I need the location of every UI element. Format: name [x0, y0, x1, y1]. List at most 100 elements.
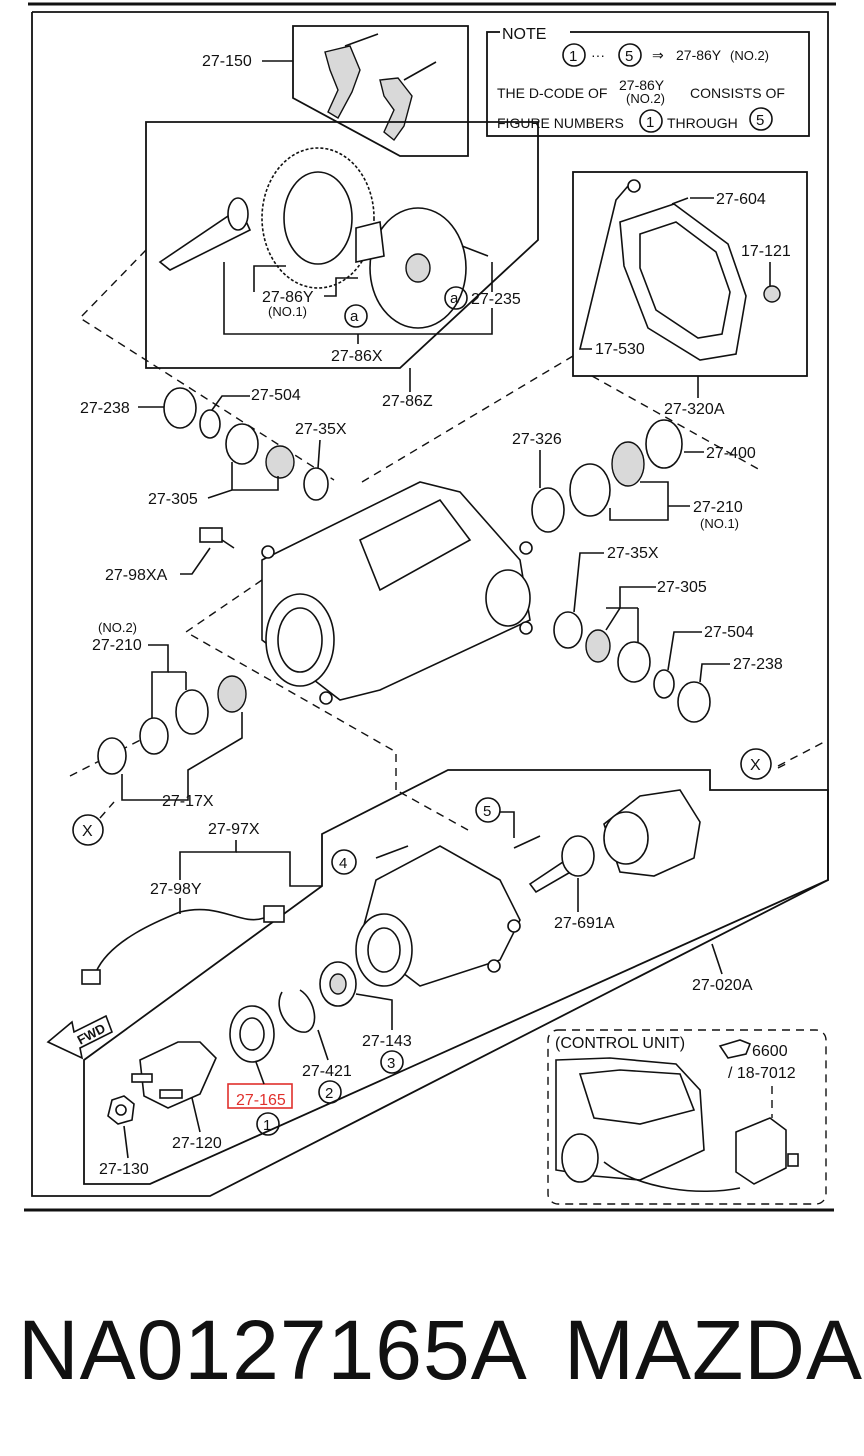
bearing-stack-right-mid	[553, 611, 711, 723]
label-27-35x-a: 27-35X	[295, 421, 347, 438]
marker-x2: X	[750, 757, 761, 774]
note-range-start: 1	[569, 48, 577, 65]
guide-dashed-1	[78, 249, 335, 481]
label-17-530: 17-530	[595, 341, 645, 358]
label-27-86y-no1: 27-86Y	[262, 289, 314, 306]
box-control-unit	[547, 1029, 827, 1205]
label-27-120: 27-120	[172, 1135, 222, 1152]
box-27-86z	[145, 121, 539, 369]
label-27-238-b: 27-238	[733, 656, 783, 673]
vehicle-rear-icon	[555, 1057, 741, 1193]
bearing-stack-left-mid	[97, 675, 247, 775]
label-27-691a: 27-691A	[554, 915, 615, 932]
label-27-86x: 27-86X	[331, 348, 383, 365]
bolts-4-5	[375, 835, 541, 859]
box-27-320a	[572, 171, 808, 377]
sensor-27-98xa	[199, 527, 235, 549]
label-27-326: 27-326	[512, 431, 562, 448]
note-range-sep: ···	[591, 47, 605, 63]
guide-dashed-4	[184, 579, 397, 790]
shaft-27-691a	[528, 835, 595, 894]
box-27-020a	[83, 769, 829, 1185]
label-27-17x: 27-17X	[162, 793, 214, 810]
main-outline	[31, 11, 829, 1197]
ring-gear-part	[158, 147, 375, 289]
label-27-86z: 27-86Z	[382, 393, 433, 410]
control-module-part	[735, 1117, 799, 1185]
label-ref-6600: 6600	[752, 1043, 788, 1060]
label-27-210-no2: 27-210	[92, 637, 142, 654]
marker-5: 5	[483, 803, 491, 820]
label-27-400: 27-400	[706, 445, 756, 462]
label-27-504-b: 27-504	[704, 624, 754, 641]
part-number: NA0127165A	[18, 1303, 528, 1397]
bearing-stack-left-top	[163, 387, 329, 501]
fwd-label: FWD	[75, 1020, 108, 1047]
label-27-98y: 27-98Y	[150, 881, 202, 898]
snap-ring-27-421	[278, 989, 316, 1033]
label-27-320a: 27-320A	[664, 401, 725, 418]
note-range-end: 5	[625, 48, 633, 65]
guide-dashed-2	[361, 355, 574, 483]
label-27-235: 27-235	[471, 291, 521, 308]
label-27-305-a: 27-305	[148, 491, 198, 508]
bearing-stack-right-top	[531, 419, 683, 533]
footer-caption: NA0127165A MAZDA	[0, 1290, 864, 1410]
guide-dashed-6	[395, 789, 469, 831]
rear-cover-part	[619, 179, 781, 361]
diff-case-part	[355, 207, 489, 329]
marker-a1: a	[350, 308, 359, 325]
note-line3-mid: THROUGH	[667, 115, 738, 131]
marker-1: 1	[263, 1117, 271, 1134]
marker-x1: X	[82, 823, 93, 840]
label-no2: (NO.2)	[98, 620, 137, 635]
note-line3-end: 5	[756, 112, 764, 129]
label-27-604: 27-604	[716, 191, 766, 208]
parts-diagram: 27-150 NOTE 1 ··· 5 ⇒ 27-86Y (NO.2) THE …	[24, 2, 836, 1212]
label-no1-b: (NO.1)	[700, 516, 739, 531]
label-27-210-no1: 27-210	[693, 499, 743, 516]
marker-3: 3	[387, 1055, 395, 1072]
label-27-504-a: 27-504	[251, 387, 301, 404]
label-27-35x-b: 27-35X	[607, 545, 659, 562]
label-no1-a: (NO.1)	[268, 304, 307, 319]
note-line2-prefix: THE D-CODE OF	[497, 85, 607, 101]
label-27-020a: 27-020A	[692, 977, 753, 994]
label-ref-18-7012: / 18-7012	[728, 1065, 796, 1082]
note-range-target: 27-86Y	[676, 47, 722, 63]
seal-27-165	[229, 1005, 275, 1063]
note-arrow: ⇒	[652, 47, 664, 63]
fwd-arrow-icon: FWD	[46, 1014, 114, 1060]
label-27-130: 27-130	[99, 1161, 149, 1178]
motor-part	[603, 789, 701, 877]
label-control-unit: (CONTROL UNIT)	[555, 1035, 685, 1052]
guide-dashed-3	[591, 375, 761, 471]
box-27-150	[292, 25, 469, 157]
label-27-150: 27-150	[202, 53, 252, 70]
clutch-housing-part	[355, 845, 521, 987]
label-27-165: 27-165	[236, 1092, 286, 1109]
bearing-27-143	[319, 961, 357, 1007]
label-27-143: 27-143	[362, 1033, 412, 1050]
marker-2: 2	[325, 1085, 333, 1102]
label-27-98xa: 27-98XA	[105, 567, 168, 584]
note-line2-suffix: CONSISTS OF	[690, 85, 785, 101]
label-17-121: 17-121	[741, 243, 791, 260]
hand-pointer-icon	[718, 1039, 752, 1059]
brand-name: MAZDA	[564, 1303, 863, 1397]
harness-27-98y	[81, 905, 285, 985]
guide-dashed-7	[777, 739, 829, 767]
nut-27-130	[107, 1095, 135, 1125]
label-27-305-b: 27-305	[657, 579, 707, 596]
note-box	[486, 31, 810, 137]
marker-a2: a	[450, 290, 459, 307]
note-line3-start: 1	[646, 114, 654, 131]
carrier-housing-part	[261, 481, 533, 705]
note-line3-prefix: FIGURE NUMBERS	[497, 115, 624, 131]
note-range-target-suffix: (NO.2)	[730, 48, 769, 63]
note-line2-code: 27-86Y	[619, 77, 665, 93]
note-line2-code-sub: (NO.2)	[626, 91, 665, 106]
highlight-27-165	[227, 1083, 293, 1109]
marker-4: 4	[339, 855, 347, 872]
label-27-238-a: 27-238	[80, 400, 130, 417]
